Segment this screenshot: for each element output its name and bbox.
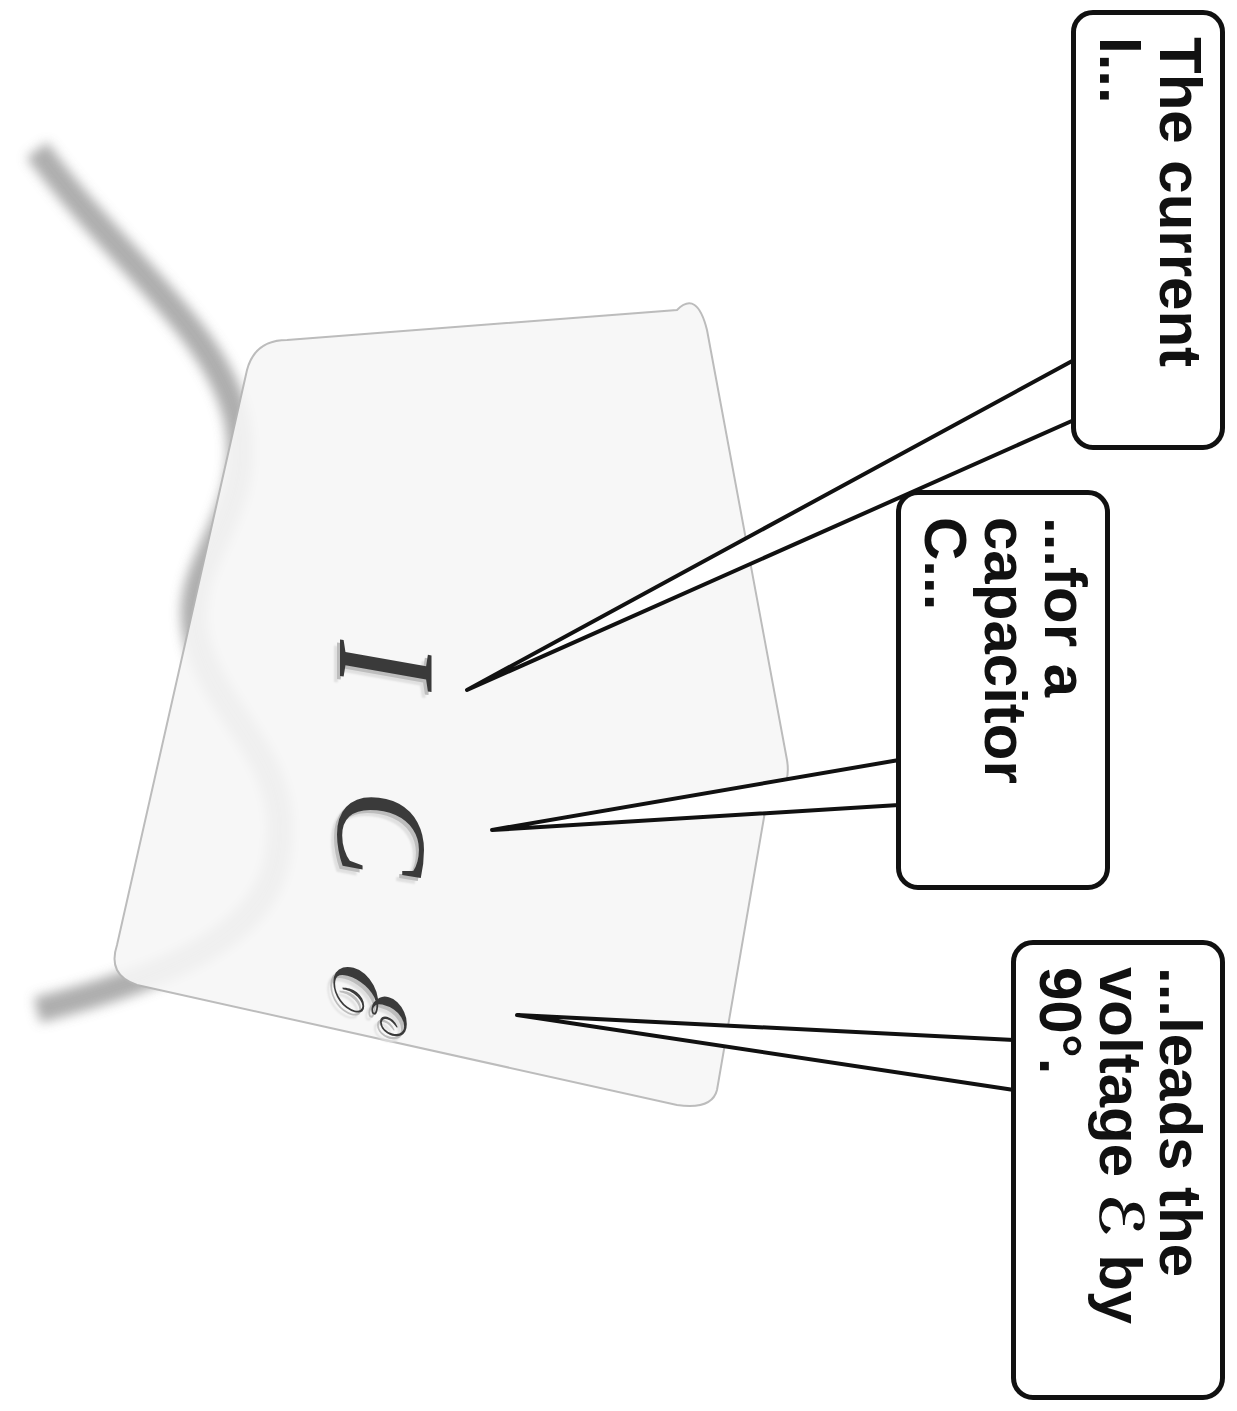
callout-box: ...leads the voltage ℰ by 90°. <box>1011 940 1225 1400</box>
tilted-card <box>115 303 788 1106</box>
equation-glyph: ℰ <box>317 960 417 1020</box>
callout-text: The current I... <box>1090 37 1210 423</box>
leader-wedge <box>517 1015 1014 1090</box>
callout-box: ...for a capacitor C... <box>896 490 1110 890</box>
callout-box: The current I... <box>1071 10 1225 450</box>
equation-glyph: I <box>317 640 457 687</box>
callout-text: ...leads the voltage ℰ by 90°. <box>1030 967 1210 1373</box>
leader-wedge <box>492 760 899 830</box>
callout-text: ...for a capacitor C... <box>915 517 1095 863</box>
equation-glyph: C <box>317 790 447 877</box>
